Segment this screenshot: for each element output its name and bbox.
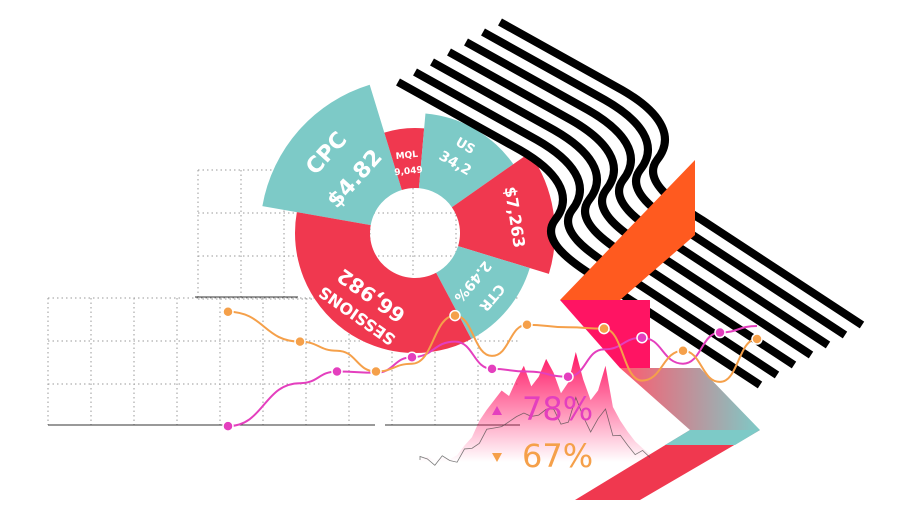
- donut-segment: [451, 152, 556, 274]
- donut-segment: [295, 212, 472, 354]
- kpi-up-value: 78%: [522, 390, 593, 428]
- donut-segment: [418, 113, 514, 208]
- line-point: [406, 351, 418, 363]
- triangle-up-icon: [492, 406, 502, 415]
- line-point: [521, 318, 533, 331]
- line-chart: [222, 305, 763, 432]
- line-point: [677, 344, 689, 357]
- kpi-down: 67%: [492, 437, 593, 475]
- black-stripe: [413, 68, 780, 379]
- kpi-down-value: 67%: [522, 437, 593, 475]
- donut-segment: [262, 84, 402, 226]
- chevron-red-lower: [575, 430, 760, 500]
- line-point: [222, 305, 234, 318]
- kpi-up: 78%: [492, 390, 593, 428]
- area-noise-line: [419, 396, 651, 466]
- chevron-shapes: [560, 160, 760, 500]
- chevron-teal: [620, 368, 760, 430]
- line-point: [714, 326, 726, 339]
- area-chart: [419, 352, 651, 466]
- area-fill: [420, 352, 650, 462]
- line-point: [636, 331, 648, 344]
- line-point: [449, 309, 461, 322]
- line-point: [331, 365, 343, 378]
- line-point: [562, 370, 574, 383]
- black-stripe: [396, 78, 763, 389]
- triangle-down-icon: [492, 453, 502, 462]
- line-point: [751, 333, 763, 345]
- donut-segment-value: 9,049: [394, 165, 423, 178]
- line-point: [486, 363, 498, 375]
- line-point: [370, 365, 382, 378]
- donut-segment: [384, 127, 425, 190]
- chevron-teal-edge: [665, 430, 760, 445]
- line-point: [598, 322, 610, 335]
- line-point: [222, 420, 234, 432]
- donut-segment-label: MQL: [395, 150, 419, 162]
- line-point: [294, 335, 306, 348]
- chevron-orange-top: [560, 160, 695, 300]
